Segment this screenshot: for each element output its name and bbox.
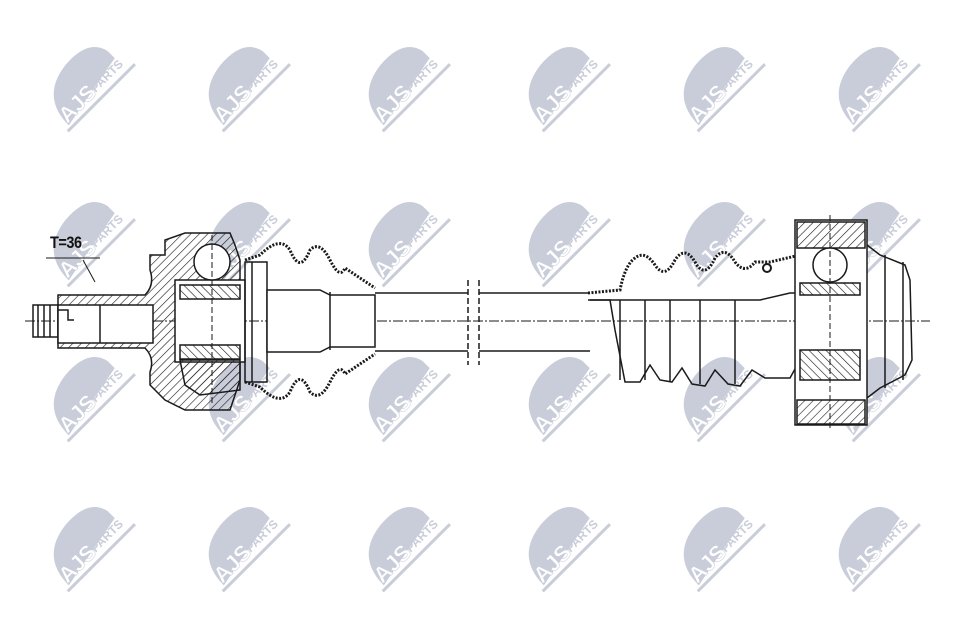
ajs-parts-watermark-logo: AJS PARTS (660, 340, 780, 460)
ajs-parts-watermark-logo: AJS PARTS (345, 340, 465, 460)
ajs-parts-watermark-logo: AJS PARTS (345, 30, 465, 150)
ajs-parts-watermark-logo: AJS PARTS (505, 185, 625, 305)
ajs-parts-watermark-logo: AJS PARTS (505, 490, 625, 610)
dimension-annotation: T=36 (50, 233, 82, 252)
ajs-parts-watermark-logo: AJS PARTS (185, 490, 305, 610)
ajs-parts-watermark-logo: AJS PARTS (30, 490, 150, 610)
ajs-parts-watermark-logo: AJS PARTS (30, 340, 150, 460)
ajs-parts-watermark-logo: AJS PARTS (505, 30, 625, 150)
ajs-parts-watermark-logo: AJS PARTS (505, 340, 625, 460)
ajs-parts-watermark-logo: AJS PARTS (815, 30, 935, 150)
ajs-parts-watermark-logo: AJS PARTS (345, 185, 465, 305)
ajs-parts-watermark-logo: AJS PARTS (660, 490, 780, 610)
ajs-parts-watermark-logo: AJS PARTS (660, 30, 780, 150)
ajs-parts-watermark-logo: AJS PARTS (30, 185, 150, 305)
ajs-parts-watermark-logo: AJS PARTS (345, 490, 465, 610)
ajs-parts-watermark-logo: AJS PARTS (30, 30, 150, 150)
ajs-parts-watermark-logo: AJS PARTS (815, 490, 935, 610)
ajs-parts-watermark-logo: AJS PARTS (660, 185, 780, 305)
ajs-parts-watermark-logo: AJS PARTS (185, 30, 305, 150)
